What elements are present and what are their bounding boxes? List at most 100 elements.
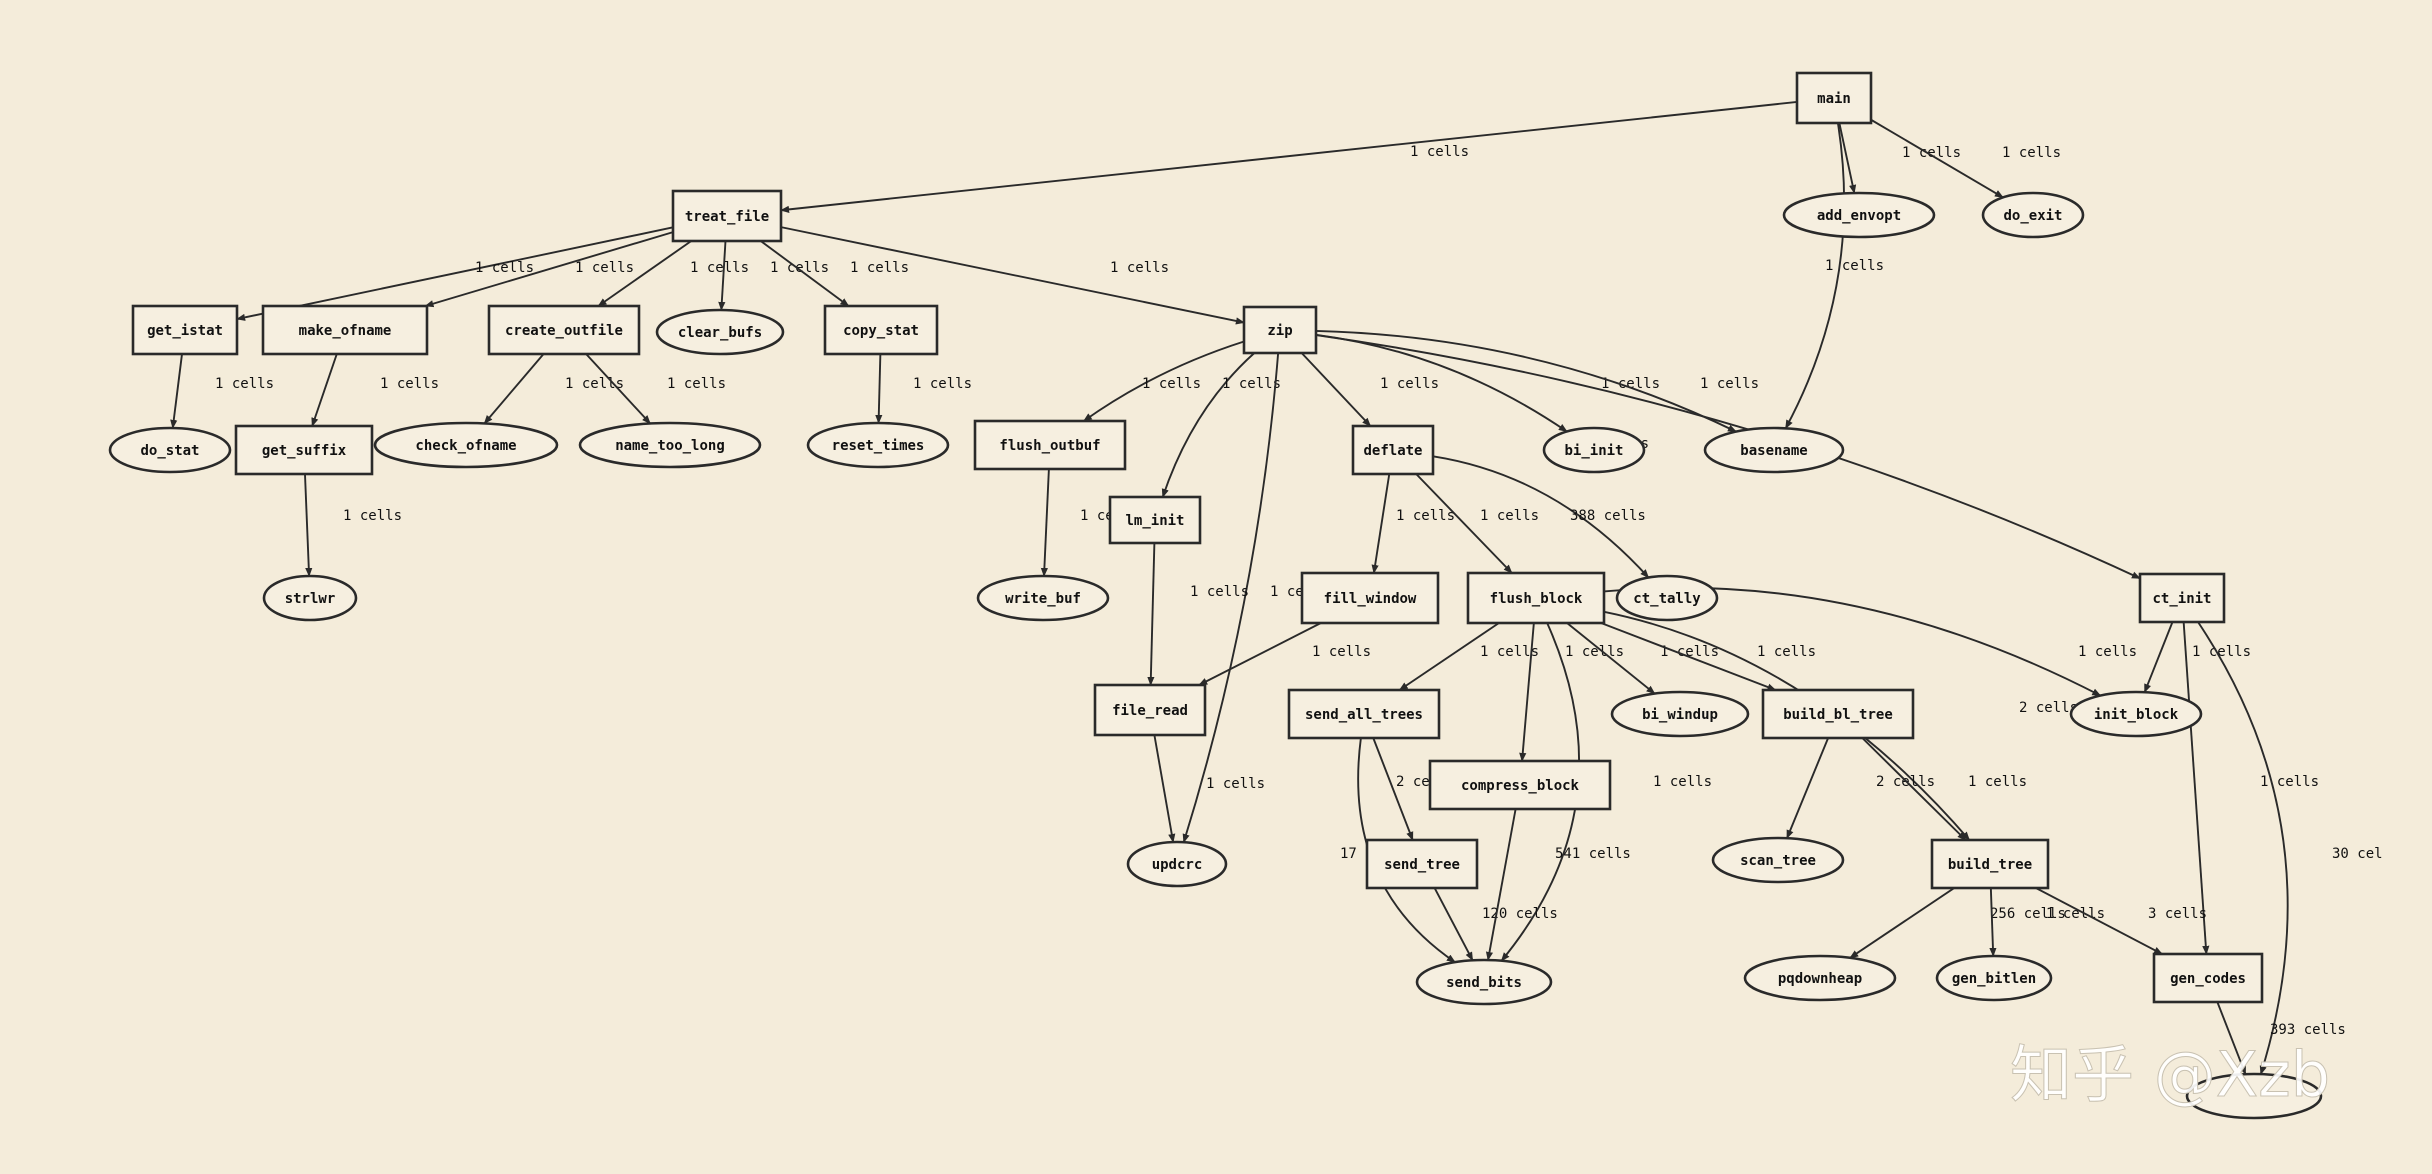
edge-label: 1 cells (380, 376, 439, 392)
node-do-exit[interactable]: do_exit (1981, 191, 2085, 239)
edge-label: 1 cells (1206, 776, 1265, 792)
edge-label: 1 cells (1142, 376, 1201, 392)
node-ct-init[interactable]: ct_init (2138, 572, 2226, 624)
node-gen-bitlen[interactable]: gen_bitlen (1935, 954, 2053, 1002)
node-deflate[interactable]: deflate (1351, 424, 1435, 476)
node-label: bi_init (1564, 443, 1623, 459)
node-shape (1795, 71, 1873, 125)
node-send-tree[interactable]: send_tree (1365, 838, 1479, 890)
node-shape (1415, 958, 1553, 1006)
node-shape (1428, 759, 1612, 811)
node-label: clear_bufs (678, 325, 762, 341)
node-send-all-trees[interactable]: send_all_trees (1287, 688, 1441, 740)
node-file-read[interactable]: file_read (1093, 683, 1207, 737)
edge-label: 3 cells (2148, 906, 2207, 922)
edge-label: 1 cells (1968, 774, 2027, 790)
node-updcrc[interactable]: updcrc (1126, 840, 1228, 888)
edge-zip-to-updcrc (1182, 352, 1280, 844)
node-lm-init[interactable]: lm_init (1108, 495, 1202, 545)
edge-zip-to-lm_init (1161, 352, 1255, 498)
node-init-block[interactable]: init_block (2069, 690, 2203, 738)
node-strlwr[interactable]: strlwr (262, 574, 358, 622)
edge-treat_file-to-create_outfile (597, 240, 692, 307)
edge-label: 1 cells (2078, 644, 2137, 660)
edge-flush_block-to-send_all_trees (1398, 622, 1500, 691)
node-do-stat[interactable]: do_stat (108, 426, 232, 474)
edge-send_all_trees-to-send_tree (1372, 737, 1414, 841)
edge-ct_init-to-gen_codes (2182, 621, 2210, 955)
node-basename[interactable]: basename (1703, 426, 1845, 474)
edge-ct_init-to-bi_reverse (2197, 621, 2289, 1075)
node-shape (234, 424, 374, 476)
node-compress-block[interactable]: compress_block (1428, 759, 1612, 811)
node-fill-window[interactable]: fill_window (1300, 571, 1440, 625)
edge-label: 1 cells (1410, 144, 1469, 160)
node-label: main (1817, 91, 1851, 107)
node-get-suffix[interactable]: get_suffix (234, 424, 374, 476)
node-make-ofname[interactable]: make_ofname (261, 304, 429, 356)
edge-flush_outbuf-to-write_buf (1040, 468, 1050, 577)
node-scan-tree[interactable]: scan_tree (1711, 836, 1845, 884)
node-ct-tally[interactable]: ct_tally (1615, 574, 1719, 622)
node-shape (578, 421, 762, 469)
node-send-bits[interactable]: send_bits (1415, 958, 1553, 1006)
node-label: compress_block (1461, 778, 1580, 794)
edge-get_istat-to-do_stat (170, 353, 183, 429)
node-clear-bufs[interactable]: clear_bufs (655, 308, 785, 356)
node-main[interactable]: main (1795, 71, 1873, 125)
edge-label: 1 cells (1601, 376, 1660, 392)
node-reset-times[interactable]: reset_times (806, 421, 950, 469)
edge-main-to-do_exit (1870, 118, 2004, 199)
watermark-text: 知乎 @Xzb (2010, 1038, 2330, 1111)
node-treat-file[interactable]: treat_file (671, 189, 783, 243)
node-flush-outbuf[interactable]: flush_outbuf (973, 419, 1127, 471)
node-shape (1093, 683, 1207, 737)
edge-label: 388 cells (1570, 508, 1646, 524)
node-write-buf[interactable]: write_buf (976, 574, 1110, 622)
node-name-too-long[interactable]: name_too_long (578, 421, 762, 469)
edge-create_outfile-to-check_ofname (483, 353, 545, 425)
node-build-tree[interactable]: build_tree (1930, 838, 2050, 890)
node-zip[interactable]: zip (1242, 305, 1318, 355)
node-get-istat[interactable]: get_istat (131, 304, 239, 356)
edge-label: 1 cells (1825, 258, 1884, 274)
node-add-envopt[interactable]: add_envopt (1782, 191, 1936, 239)
edge-deflate-to-ct_tally (1432, 455, 1650, 579)
node-label: ct_tally (1633, 591, 1701, 607)
node-shape (1300, 571, 1440, 625)
node-check-ofname[interactable]: check_ofname (373, 421, 559, 469)
edge-label: 1 cells (1380, 376, 1439, 392)
node-copy-stat[interactable]: copy_stat (823, 304, 939, 356)
edge-lm_init-to-file_read (1147, 542, 1156, 686)
edge-label: 541 cells (1555, 846, 1631, 862)
edge-label: 1 cells (770, 260, 829, 276)
edge-label: 1 cells (1653, 774, 1712, 790)
node-label: add_envopt (1817, 208, 1901, 224)
node-build-bl-tree[interactable]: build_bl_tree (1761, 688, 1915, 740)
node-gen-codes[interactable]: gen_codes (2152, 952, 2264, 1004)
edge-main-to-add_envopt (1838, 122, 1857, 194)
node-label: get_istat (147, 323, 223, 339)
node-shape (976, 574, 1110, 622)
node-label: ct_init (2152, 591, 2211, 607)
edge-label: 30 cel (2332, 846, 2383, 862)
node-flush-block[interactable]: flush_block (1466, 571, 1606, 625)
node-label: deflate (1363, 443, 1422, 459)
node-label: gen_bitlen (1952, 971, 2036, 987)
node-shape (2138, 572, 2226, 624)
edge-label: 1 cells (2260, 774, 2319, 790)
node-pqdownheap[interactable]: pqdownheap (1743, 954, 1897, 1002)
edge-label: 256 cells (1990, 906, 2066, 922)
edge-label: 1 cells (2002, 145, 2061, 161)
node-create-outfile[interactable]: create_outfile (487, 304, 641, 356)
node-bi-init[interactable]: bi_init (1542, 426, 1646, 474)
edge-label: 1 cells (215, 376, 274, 392)
node-label: fill_window (1324, 591, 1417, 607)
node-bi-windup[interactable]: bi_windup (1610, 690, 1750, 738)
edge-label: 1 cells (1480, 644, 1539, 660)
edge-deflate-to-flush_block (1415, 473, 1513, 574)
node-bi-reverse[interactable] (2185, 1072, 2323, 1120)
edge-label: 1 cells (565, 376, 624, 392)
node-label: pqdownheap (1778, 971, 1862, 987)
